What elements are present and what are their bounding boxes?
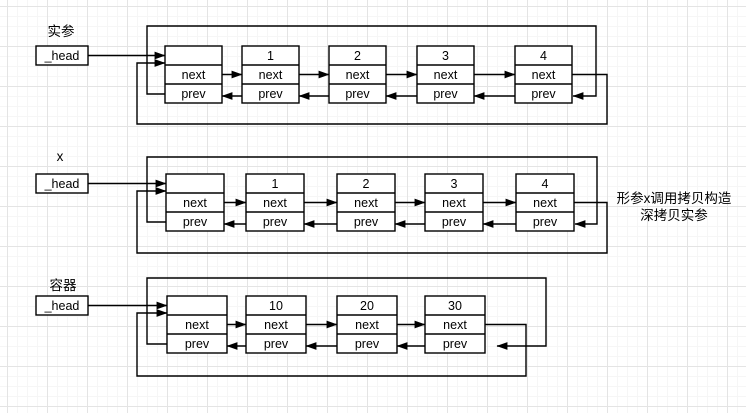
node: 1 next prev [241, 45, 300, 104]
node: 3 next prev [416, 45, 475, 104]
node-value: 2 [363, 177, 370, 191]
next-pointer-label: next [185, 318, 209, 332]
head-prev-circular-arrow [146, 156, 598, 228]
next-pointer-label: next [263, 196, 287, 210]
next-pointer-label: next [442, 196, 466, 210]
prev-pointer-label: prev [263, 215, 288, 229]
node-value: 1 [267, 49, 274, 63]
node-box [241, 45, 300, 104]
list-label: 实参 [48, 23, 75, 39]
tail-next-circular-arrow [136, 59, 608, 125]
node-value: 3 [451, 177, 458, 191]
head-prev-circular-arrow [146, 277, 547, 350]
next-pointer-label: next [183, 196, 207, 210]
node: next prev [166, 295, 228, 354]
node-box [336, 295, 398, 354]
node-box [245, 173, 305, 232]
node-value: 3 [442, 49, 449, 63]
prev-pointer-label: prev [433, 87, 458, 101]
annotation-line-2: 深拷贝实参 [640, 207, 708, 223]
next-pointer-label: next [259, 68, 283, 82]
annotation: 形参x调用拷贝构造 深拷贝实参 [617, 190, 732, 223]
prev-pointer-label: prev [183, 215, 208, 229]
head-prev-circular-arrow [146, 25, 597, 100]
prev-pointer-label: prev [258, 87, 283, 101]
prev-pointer-label: prev [185, 337, 210, 351]
node: 2 next prev [336, 173, 396, 232]
node-box [166, 295, 228, 354]
node-value: 4 [540, 49, 547, 63]
node: 4 next prev [515, 173, 575, 232]
node-box [424, 173, 484, 232]
node: next prev [165, 173, 225, 232]
node-box [245, 295, 307, 354]
prev-pointer-label: prev [355, 337, 380, 351]
list-label: x [57, 149, 64, 164]
linked-lists: 实参_headnextprev1nextprev2nextprev3nextpr… [35, 23, 608, 377]
next-pointer-label: next [182, 68, 206, 82]
node: 3 next prev [424, 173, 484, 232]
tail-next-circular-arrow [136, 309, 527, 377]
prev-pointer-label: prev [354, 215, 379, 229]
node-box [164, 45, 223, 104]
next-pointer-label: next [443, 318, 467, 332]
list-label: 容器 [50, 277, 77, 293]
node-box [424, 295, 486, 354]
node: 1 next prev [245, 173, 305, 232]
prev-pointer-label: prev [443, 337, 468, 351]
node-value: 30 [448, 299, 462, 313]
prev-pointer-label: prev [345, 87, 370, 101]
node-value: 10 [269, 299, 283, 313]
head-box-label: _head [44, 299, 80, 313]
annotation-line-1: 形参x调用拷贝构造 [617, 190, 732, 206]
node-value: 1 [272, 177, 279, 191]
node-value: 4 [542, 177, 549, 191]
node: 30 next prev [424, 295, 486, 354]
head-box-label: _head [44, 49, 80, 63]
head-box-label: _head [44, 177, 80, 191]
prev-pointer-label: prev [533, 215, 558, 229]
node-box [336, 173, 396, 232]
prev-pointer-label: prev [264, 337, 289, 351]
tail-next-circular-arrow [136, 187, 608, 254]
node-box [515, 173, 575, 232]
next-pointer-label: next [533, 196, 557, 210]
node-box [165, 173, 225, 232]
node-box [514, 45, 573, 104]
next-pointer-label: next [346, 68, 370, 82]
node: 4 next prev [514, 45, 573, 104]
node: 20 next prev [336, 295, 398, 354]
node: 10 next prev [245, 295, 307, 354]
node-value: 2 [354, 49, 361, 63]
prev-pointer-label: prev [442, 215, 467, 229]
prev-pointer-label: prev [531, 87, 556, 101]
prev-pointer-label: prev [181, 87, 206, 101]
next-pointer-label: next [532, 68, 556, 82]
next-pointer-label: next [264, 318, 288, 332]
next-pointer-label: next [354, 196, 378, 210]
next-pointer-label: next [434, 68, 458, 82]
next-pointer-label: next [355, 318, 379, 332]
node: 2 next prev [328, 45, 387, 104]
node: next prev [164, 45, 223, 104]
node-value: 20 [360, 299, 374, 313]
node-box [416, 45, 475, 104]
